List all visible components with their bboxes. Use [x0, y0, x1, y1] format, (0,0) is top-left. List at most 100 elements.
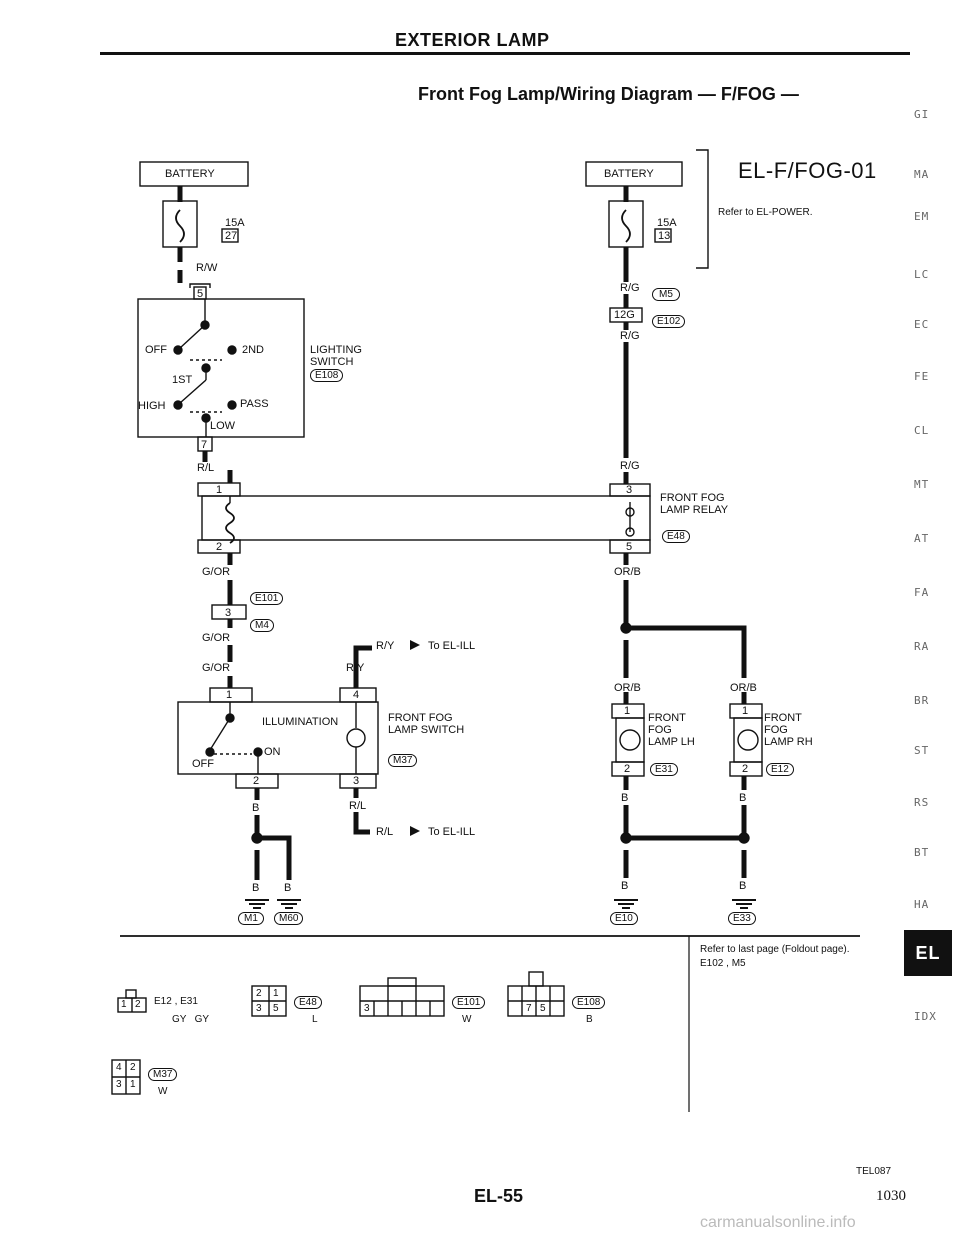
- c4-id: E108: [572, 996, 606, 1009]
- c3-color: W: [462, 1014, 472, 1025]
- to-el-ill-1: To EL-ILL: [428, 640, 476, 652]
- fog-switch-on-label: ON: [264, 746, 281, 758]
- wire-b-left: B: [252, 802, 260, 814]
- relay-coil-symbol: [225, 502, 235, 544]
- term-3-left: 3: [225, 607, 232, 619]
- section-tab-ma[interactable]: MA: [914, 168, 930, 181]
- fog-switch-term-3: 3: [353, 775, 360, 787]
- c3-pin-3: 3: [364, 1003, 370, 1014]
- wire-ry-top: R/Y: [376, 640, 395, 652]
- relay-label: FRONT FOG LAMP RELAY: [660, 492, 729, 516]
- refer-foldout-note: Refer to last page (Foldout page).: [700, 944, 850, 955]
- right-fuse-amp: 15A: [657, 217, 677, 229]
- wire-ry: R/Y: [346, 662, 365, 674]
- section-tab-mt[interactable]: MT: [914, 478, 930, 491]
- relay-connector: E48: [662, 530, 690, 543]
- section-tab-at[interactable]: AT: [914, 532, 930, 545]
- term-12g: 12G: [614, 309, 635, 321]
- watermark: carmanualsonline.info: [700, 1214, 856, 1231]
- c1-pin-2: 2: [135, 999, 141, 1010]
- wire-gor-2: G/OR: [202, 632, 231, 644]
- wire-gor-3: G/OR: [202, 662, 231, 674]
- connector-e102: E102: [652, 315, 686, 328]
- right-fuse-number: 13: [658, 230, 671, 242]
- fog-switch-term-4: 4: [353, 689, 360, 701]
- relay-term-5: 5: [626, 541, 633, 553]
- left-fuse-amp: 15A: [225, 217, 245, 229]
- diagram-subtitle: Front Fog Lamp/Wiring Diagram — F/FOG —: [418, 84, 799, 104]
- section-tab-cl[interactable]: CL: [914, 424, 930, 437]
- switch-off-label: OFF: [145, 344, 167, 356]
- wire-rg-1: R/G: [620, 282, 640, 294]
- right-battery-label: BATTERY: [604, 168, 654, 180]
- c5-pin-3: 3: [116, 1079, 122, 1090]
- c1-pin-1: 1: [121, 999, 127, 1010]
- refer-foldout-connectors: E102 , M5: [700, 958, 746, 969]
- section-tab-bt[interactable]: BT: [914, 846, 930, 859]
- section-tab-fe[interactable]: FE: [914, 370, 930, 383]
- switch-low-label: LOW: [210, 420, 236, 432]
- lighting-term-5: 5: [197, 288, 204, 300]
- lighting-term-7: 7: [201, 439, 208, 451]
- section-tab-st[interactable]: ST: [914, 744, 930, 757]
- ground-b-2: B: [284, 882, 292, 894]
- fog-switch-term-1: 1: [226, 689, 233, 701]
- c1-colors: GY GY: [172, 1014, 210, 1025]
- section-tab-gi[interactable]: GI: [914, 108, 930, 121]
- lighting-switch-box: [137, 298, 305, 438]
- section-tab-ec[interactable]: EC: [914, 318, 930, 331]
- c3-id: E101: [452, 996, 486, 1009]
- section-tab-br[interactable]: BR: [914, 694, 930, 707]
- section-tab-lc[interactable]: LC: [914, 268, 930, 281]
- relay-term-2: 2: [216, 541, 223, 553]
- figure-id: TEL087: [856, 1166, 892, 1177]
- c5-pin-1: 1: [130, 1079, 136, 1090]
- ground-b-rh: B: [739, 880, 747, 892]
- page-number: EL-55: [474, 1186, 524, 1206]
- section-tab-ra[interactable]: RA: [914, 640, 930, 653]
- left-fuse-number: 27: [225, 230, 238, 242]
- lamp-lh-label: FRONT FOG LAMP LH: [648, 712, 695, 748]
- lamp-rh-term-1: 1: [742, 705, 749, 717]
- to-ell-arrow-2: [410, 826, 420, 836]
- c4-pin-7: 7: [526, 1003, 532, 1014]
- wire-rl-2: R/L: [349, 800, 367, 812]
- lamp-rh-label: FRONT FOG LAMP RH: [764, 712, 813, 748]
- lighting-switch-label: LIGHTING SWITCH: [310, 344, 362, 368]
- section-tab-rs[interactable]: RS: [914, 796, 930, 809]
- left-battery-label: BATTERY: [165, 168, 215, 180]
- relay-term-3: 3: [626, 484, 633, 496]
- ground-m1: M1: [238, 912, 264, 925]
- lamp-rh-connector: E12: [766, 763, 794, 776]
- ground-m60: M60: [274, 912, 304, 925]
- section-tab-el[interactable]: EL: [904, 930, 952, 976]
- section-tab-em[interactable]: EM: [914, 210, 930, 223]
- connector-e101: E101: [250, 592, 284, 605]
- switch-1st-label: 1ST: [172, 374, 193, 386]
- wire-rg-3: R/G: [620, 460, 640, 472]
- wire-rl-3: R/L: [376, 826, 394, 838]
- lamp-lh-connector: E31: [650, 763, 678, 776]
- c2-pin-5: 5: [273, 1003, 279, 1014]
- wire-rl: R/L: [197, 462, 215, 474]
- switch-pass-label: PASS: [240, 398, 269, 410]
- relay-box: [201, 495, 651, 541]
- left-fuse-symbol: [175, 209, 185, 243]
- right-fuse-symbol: [621, 209, 631, 243]
- section-tab-ha[interactable]: HA: [914, 898, 930, 911]
- wire-rw: R/W: [196, 262, 218, 274]
- c2-color: L: [312, 1014, 318, 1025]
- wire-gor-1: G/OR: [202, 566, 231, 578]
- section-tab-idx[interactable]: IDX: [914, 1010, 937, 1023]
- fog-switch-label: FRONT FOG LAMP SWITCH: [388, 712, 465, 736]
- refer-power-note: Refer to EL-POWER.: [718, 207, 813, 218]
- illumination-label: ILLUMINATION: [262, 716, 339, 728]
- lighting-switch-connector: E108: [310, 369, 344, 382]
- connector-m5: M5: [652, 288, 680, 301]
- wire-orb-right: OR/B: [730, 682, 757, 694]
- c5-color: W: [158, 1086, 168, 1097]
- section-tab-fa[interactable]: FA: [914, 586, 930, 599]
- wire-orb-left: OR/B: [614, 682, 641, 694]
- fog-switch-off-label: OFF: [192, 758, 214, 770]
